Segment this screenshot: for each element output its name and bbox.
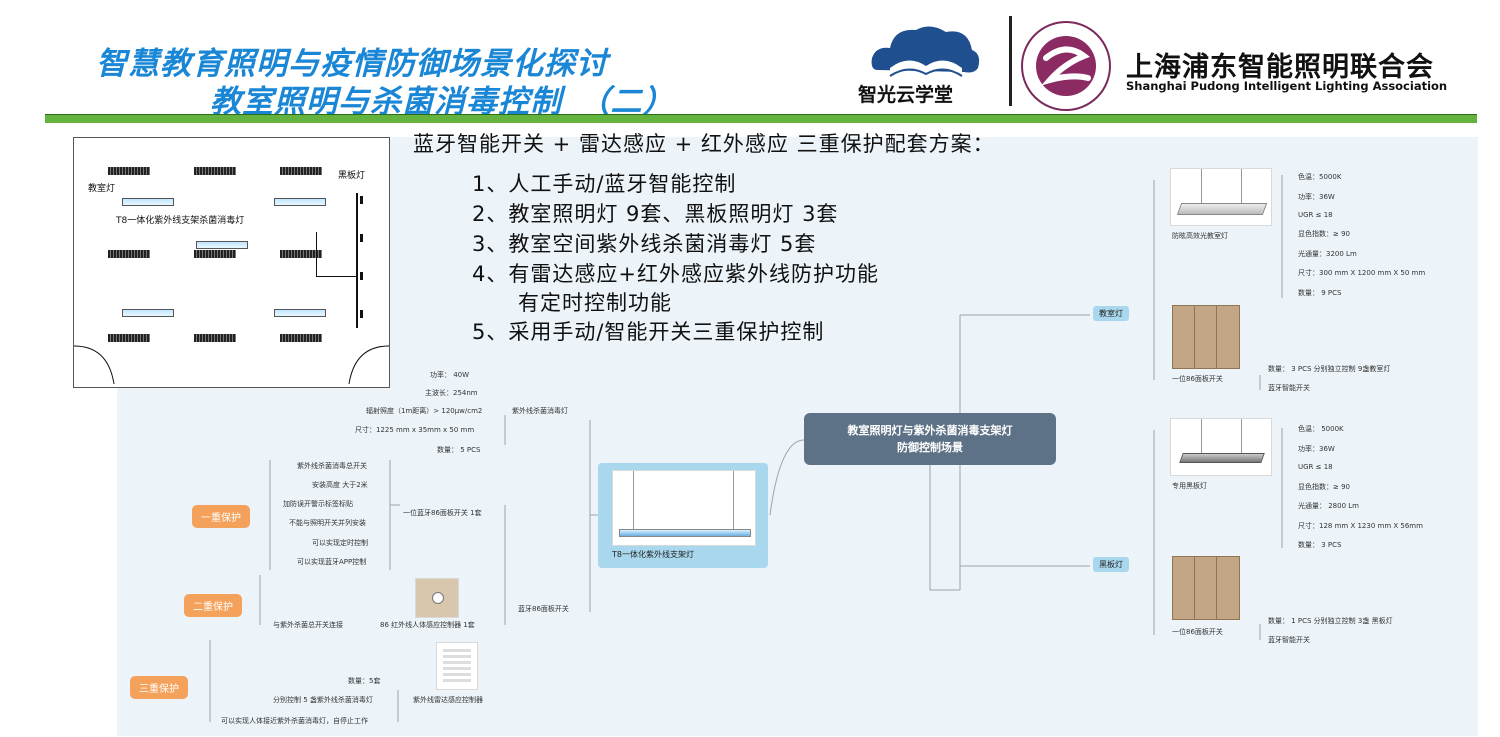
protection-2-item: 与紫外杀菌总开关连接 <box>273 621 343 629</box>
classroom-light-mark <box>108 334 150 342</box>
blackboard-spec: 色温： 5000K <box>1298 425 1344 433</box>
classroom-light-mark <box>280 250 322 258</box>
t8-product-label: T8一体化紫外线支架灯 <box>612 550 694 559</box>
blackboard-spec: 显色指数：≥ 90 <box>1298 483 1350 491</box>
blackboard-spec: 数量： 3 PCS <box>1298 541 1342 549</box>
classroom-switch-label: 一位86面板开关 <box>1172 375 1223 383</box>
classroom-light-image <box>1170 168 1272 226</box>
blackboard-spec: 尺寸：128 mm X 1230 mm X 56mm <box>1298 522 1423 530</box>
header-divider <box>1009 16 1012 106</box>
uv-spec-wavelength: 主波长：254nm <box>425 389 478 397</box>
header-green-bar <box>45 114 1477 123</box>
protection-2-label: 二重保护 <box>184 594 242 617</box>
uv-spec-qty: 数量： 5 PCS <box>437 446 481 454</box>
scheme-heading: 蓝牙智能开关 + 雷达感应 + 红外感应 三重保护配套方案： <box>413 132 995 156</box>
scheme-item-2: 2、教室照明灯 9套、黑板照明灯 3套 <box>472 202 839 226</box>
blackboard-switch-spec: 蓝牙智能开关 <box>1268 636 1310 644</box>
scheme-item-3: 3、教室空间紫外线杀菌消毒灯 5套 <box>472 232 817 256</box>
protection-1-item: 安装高度 大于2米 <box>312 481 368 489</box>
uv-light-mark <box>274 309 326 317</box>
center-line-1: 教室照明灯与紫外杀菌消毒支架灯 <box>847 424 1013 437</box>
classroom-light-mark <box>108 250 150 258</box>
scheme-item-4-sub: 有定时控制功能 <box>518 291 672 315</box>
blackboard-light-line <box>356 193 358 328</box>
uv-spec-size: 尺寸：1225 mm x 35mm x 50 mm <box>355 426 475 434</box>
classroom-switch-spec: 数量： 3 PCS 分别独立控制 9盏教室灯 <box>1268 365 1391 373</box>
scheme-item-5: 5、采用手动/智能开关三重保护控制 <box>472 320 825 344</box>
classroom-light-mark <box>194 250 236 258</box>
blackboard-spec: UGR ≤ 18 <box>1298 463 1333 471</box>
scheme-item-4: 4、有雷达感应+红外感应紫外线防护功能 <box>472 262 879 286</box>
wiring-line <box>316 232 357 277</box>
title-line-1: 智慧教育照明与疫情防御场景化探讨 <box>96 46 608 82</box>
protection-1-item: 可以实现蓝牙APP控制 <box>297 558 367 566</box>
classroom-light-mark <box>194 334 236 342</box>
association-name-cn: 上海浦东智能照明联合会 <box>1126 52 1434 83</box>
protection-3-item-2: 可以实现人体接近紫外杀菌消毒灯，自停止工作 <box>221 717 368 725</box>
classroom-switch-image <box>1172 305 1240 369</box>
t8-product-image <box>612 470 756 546</box>
door-arcs <box>74 345 389 385</box>
floorplan-label-uv-light: T8一体化紫外线支架杀菌消毒灯 <box>116 216 245 226</box>
classroom-light-mark <box>194 167 236 175</box>
blackboard-spec: 功率：36W <box>1298 445 1335 453</box>
association-seal-icon <box>1021 21 1111 111</box>
blackboard-light-product: 专用黑板灯 <box>1172 482 1207 490</box>
uv-spec-irradiance: 辐射照度（1m距离）> 120μw/cm2 <box>366 407 483 415</box>
protection-1-item: 加防误开警示标签标贴 <box>283 500 353 508</box>
center-line-2: 防御控制场景 <box>897 441 963 454</box>
blackboard-switch-spec: 数量： 1 PCS 分别独立控制 3盏 黑板灯 <box>1268 617 1393 625</box>
floorplan-label-blackboard-light: 黑板灯 <box>338 171 366 181</box>
bt-switch-branch: 蓝牙86面板开关 <box>518 605 569 613</box>
classroom-light-product: 防眩高效光教室灯 <box>1172 232 1228 240</box>
uv-light-mark <box>122 198 174 206</box>
classroom-spec: UGR ≤ 18 <box>1298 211 1333 219</box>
floorplan-label-classroom-light: 教室灯 <box>88 184 116 194</box>
uv-light-mark <box>274 198 326 206</box>
protection-3-item-1: 分别控制 5 盏紫外线杀菌消毒灯 <box>273 696 373 704</box>
classroom-spec: 光通量：3200 Lm <box>1298 250 1357 258</box>
uv-light-mark <box>122 309 174 317</box>
protection-1-item: 不能与照明开关并列安装 <box>289 519 366 527</box>
blackboard-light-marks <box>360 196 363 324</box>
blackboard-light-branch: 黑板灯 <box>1093 557 1129 572</box>
classroom-spec: 数量： 9 PCS <box>1298 289 1342 297</box>
classroom-spec: 色温：5000K <box>1298 173 1342 181</box>
blackboard-light-image <box>1170 418 1272 476</box>
classroom-light-branch: 教室灯 <box>1093 306 1129 321</box>
protection-3-radar: 紫外线雷达感应控制器 <box>413 696 483 704</box>
protection-3-label: 三重保护 <box>130 676 188 699</box>
brand-label: 智光云学堂 <box>858 84 954 106</box>
radar-controller-image <box>436 642 478 690</box>
infrared-sensor-image <box>415 578 459 618</box>
uv-light-mark <box>196 241 248 249</box>
protection-2-sensor: 86 红外线人体感应控制器 1套 <box>380 621 475 629</box>
classroom-light-mark <box>108 167 150 175</box>
uv-spec-power: 功率： 40W <box>430 371 470 379</box>
association-name-en: Shanghai Pudong Intelligent Lighting Ass… <box>1126 79 1448 93</box>
protection-1-switch: 一位蓝牙86面板开关 1套 <box>403 509 482 517</box>
classroom-spec: 尺寸：300 mm X 1200 mm X 50 mm <box>1298 269 1426 277</box>
scheme-item-1: 1、人工手动/蓝牙智能控制 <box>472 172 737 196</box>
uv-lamp-branch: 紫外线杀菌消毒灯 <box>512 407 568 415</box>
blackboard-switch-label: 一位86面板开关 <box>1172 628 1223 636</box>
classroom-spec: 功率：36W <box>1298 193 1335 201</box>
blackboard-spec: 光通量： 2800 Lm <box>1298 502 1359 510</box>
classroom-switch-spec: 蓝牙智能开关 <box>1268 384 1310 392</box>
classroom-light-mark <box>280 334 322 342</box>
protection-1-item: 紫外线杀菌消毒总开关 <box>297 462 367 470</box>
protection-1-label: 一重保护 <box>192 505 250 528</box>
protection-3-qty: 数量：5套 <box>348 677 381 685</box>
cloud-book-logo-icon <box>871 26 980 77</box>
classroom-floorplan: 教室灯 黑板灯 T8一体化紫外线支架杀菌消毒灯 <box>73 137 390 388</box>
mindmap-center-node: 教室照明灯与紫外杀菌消毒支架灯 防御控制场景 <box>804 413 1056 465</box>
blackboard-switch-image <box>1172 556 1240 620</box>
classroom-spec: 显色指数：≥ 90 <box>1298 230 1350 238</box>
protection-1-item: 可以实现定时控制 <box>312 539 368 547</box>
classroom-light-mark <box>280 167 322 175</box>
